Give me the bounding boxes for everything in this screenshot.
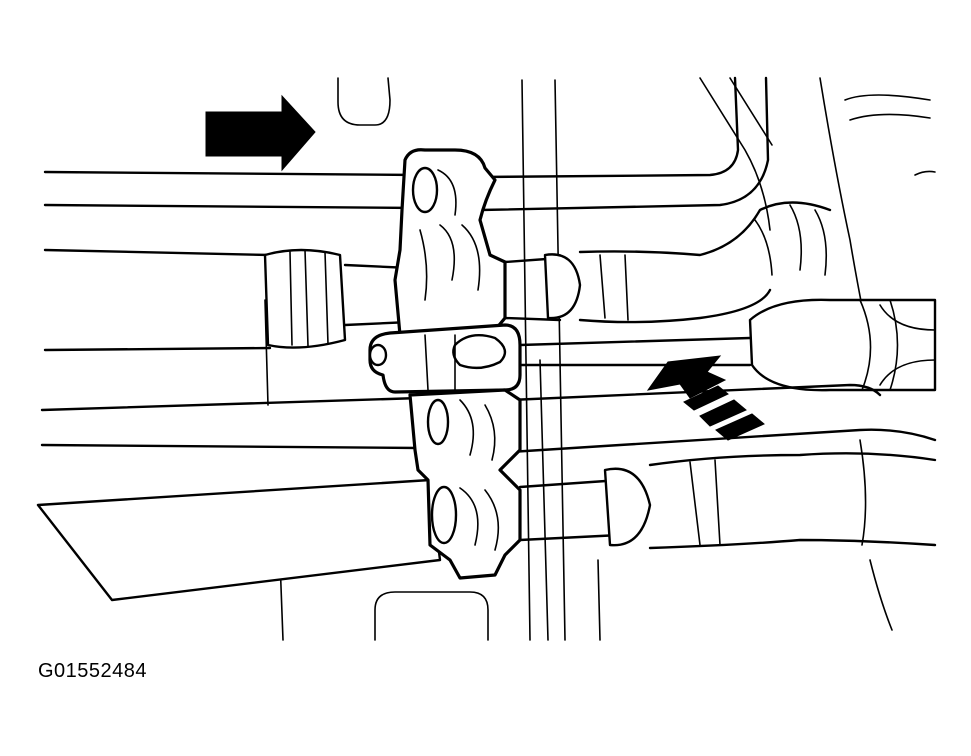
arrow-right-icon (205, 94, 316, 172)
figure-id-label: G01552484 (38, 660, 148, 682)
bottom-hose (36, 439, 937, 602)
arrow-up-left-icon (646, 355, 765, 441)
lower-pipe (40, 383, 937, 454)
middle-tube (518, 298, 937, 392)
upper-hose (43, 201, 832, 352)
pipe-clamp (368, 148, 522, 580)
upper-thin-pipe (43, 76, 770, 212)
